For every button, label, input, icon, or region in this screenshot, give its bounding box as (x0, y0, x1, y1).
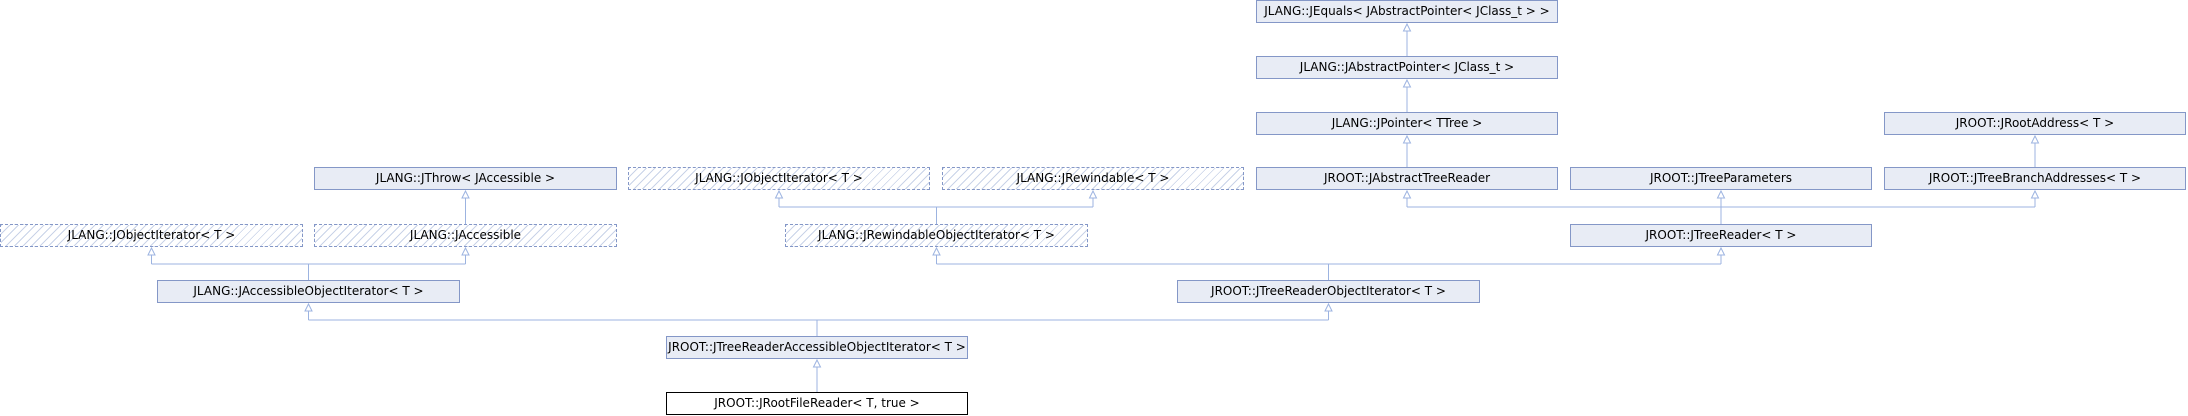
node-jrootaddress[interactable]: JROOT::JRootAddress< T > (1884, 112, 2186, 135)
edge-arrowhead-jrewindableobjectiterator-0 (774, 189, 784, 199)
edge-arrowhead-jtreereaderaccessibleobjectiterator-1 (1324, 302, 1333, 312)
edge-arrowhead-jtreereaderaccessibleobjectiterator-0 (304, 302, 313, 312)
edge-arrowhead-jpointer-0 (1402, 78, 1412, 88)
edge-arrowhead-jtreebranchaddresses-0 (2030, 134, 2040, 144)
node-jequals[interactable]: JLANG::JEquals< JAbstractPointer< JClass… (1256, 0, 1558, 23)
edge-arrowhead-jtreereaderobjectiterator-0 (932, 246, 941, 256)
node-jabstractpointer[interactable]: JLANG::JAbstractPointer< JClass_t > (1256, 56, 1558, 79)
node-jthrow[interactable]: JLANG::JThrow< JAccessible > (314, 167, 617, 190)
edge-arrowhead-jaccessibleobjectiterator-0 (147, 246, 156, 256)
node-jobjectiterator-lower[interactable]: JLANG::JObjectIterator< T > (0, 224, 303, 247)
node-jrewindableobjectiterator[interactable]: JLANG::JRewindableObjectIterator< T > (785, 224, 1088, 247)
node-jaccessibleobjectiterator[interactable]: JLANG::JAccessibleObjectIterator< T > (157, 280, 460, 303)
node-jabstracttreereader[interactable]: JROOT::JAbstractTreeReader (1256, 167, 1558, 190)
edge-arrowhead-jtreereaderobjectiterator-1 (1716, 246, 1726, 256)
edge-arrowhead-jrootfilereader-0 (812, 358, 822, 368)
edge-arrowhead-jtreereader-1 (1716, 189, 1726, 199)
edge-arrowhead-jrewindableobjectiterator-1 (1088, 189, 1098, 199)
node-jtreereader[interactable]: JROOT::JTreeReader< T > (1570, 224, 1872, 247)
node-jobjectiterator-upper[interactable]: JLANG::JObjectIterator< T > (628, 167, 930, 190)
node-jrootfilereader[interactable]: JROOT::JRootFileReader< T, true > (666, 392, 968, 415)
node-jpointer[interactable]: JLANG::JPointer< TTree > (1256, 112, 1558, 135)
edge-arrowhead-jaccessible-0 (461, 189, 470, 199)
edge-arrowhead-jaccessibleobjectiterator-1 (461, 246, 470, 256)
node-jtreereaderobjectiterator[interactable]: JROOT::JTreeReaderObjectIterator< T > (1177, 280, 1480, 303)
node-jtreeparameters[interactable]: JROOT::JTreeParameters (1570, 167, 1872, 190)
node-jrewindable[interactable]: JLANG::JRewindable< T > (942, 167, 1244, 190)
edge-arrowhead-jabstractpointer-0 (1402, 22, 1412, 32)
node-jtreereaderaccessibleobjectiterator[interactable]: JROOT::JTreeReaderAccessibleObjectIterat… (666, 336, 968, 359)
edge-arrowhead-jtreereader-2 (2030, 189, 2040, 199)
edge-arrowhead-jtreereader-0 (1402, 189, 1412, 199)
edge-arrowhead-jabstracttreereader-0 (1402, 134, 1412, 144)
node-jaccessible[interactable]: JLANG::JAccessible (314, 224, 617, 247)
node-jtreebranchaddresses[interactable]: JROOT::JTreeBranchAddresses< T > (1884, 167, 2186, 190)
